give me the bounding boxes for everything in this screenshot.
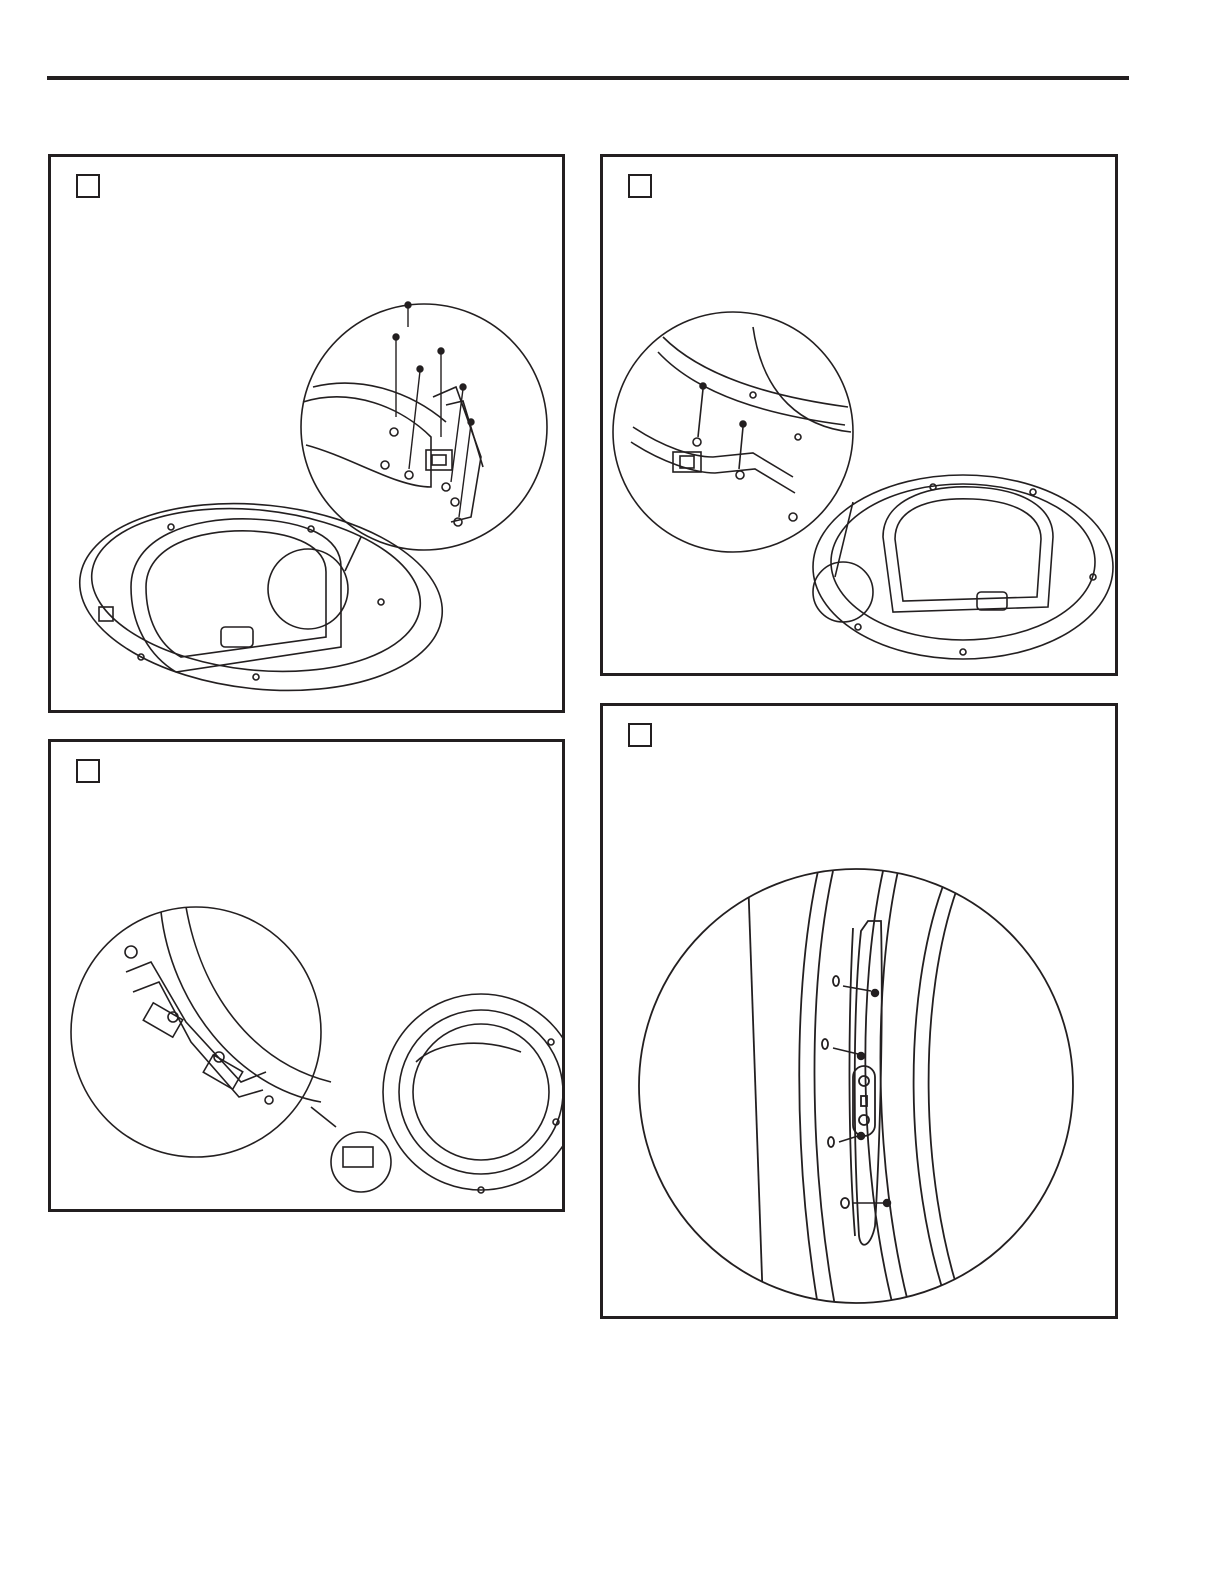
latch-screw-removal-illustration <box>603 157 1115 673</box>
figure-panel-2 <box>600 154 1118 676</box>
figure-panel-1 <box>48 154 565 713</box>
figure-panel-3 <box>48 739 565 1212</box>
header-rule <box>47 76 1129 80</box>
figure-panel-4 <box>600 703 1118 1319</box>
latch-bracket-illustration <box>51 742 562 1209</box>
door-screw-removal-illustration <box>51 157 562 710</box>
hinge-side-screws-illustration <box>603 706 1115 1316</box>
